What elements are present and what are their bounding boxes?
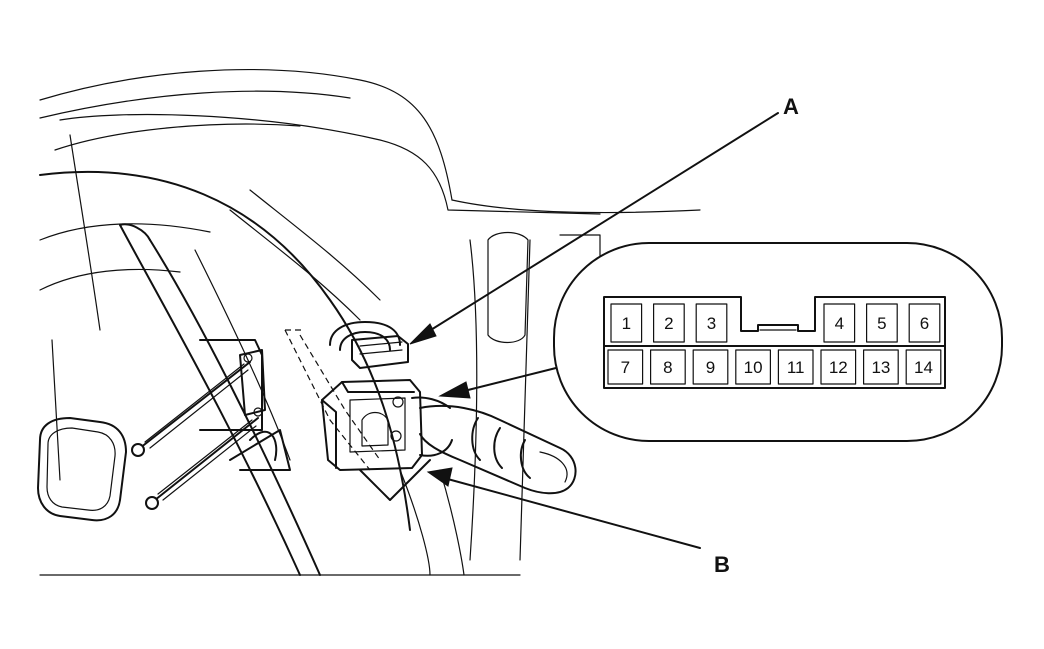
pin-label: 4 <box>835 314 844 333</box>
pin-cell <box>862 349 899 385</box>
pin-cell <box>649 349 686 385</box>
pin-label: 10 <box>744 358 763 377</box>
pin-label: 2 <box>664 314 673 333</box>
pin-label: 13 <box>871 358 890 377</box>
callout-b: B <box>714 552 730 577</box>
arrow-icon <box>426 467 453 487</box>
vent-left <box>37 417 127 522</box>
arrow-icon <box>438 381 471 399</box>
pin-label: 6 <box>920 314 929 333</box>
combination-switch <box>321 379 453 501</box>
pin-cell <box>865 303 898 343</box>
pin-label: 11 <box>787 358 805 377</box>
pin-cell <box>777 349 814 385</box>
callout-a: A <box>783 94 799 119</box>
dashboard-outline <box>39 69 701 576</box>
pin-cell <box>607 349 644 385</box>
pin-cell <box>652 303 685 343</box>
pin-label: 8 <box>663 358 672 377</box>
guide-lines <box>284 329 381 471</box>
pin-label: 9 <box>706 358 715 377</box>
pin-cell <box>823 303 856 343</box>
switch-stalk <box>419 404 577 495</box>
screw-icon <box>131 361 259 510</box>
pin-label: 7 <box>621 358 630 377</box>
pin-cell <box>905 349 942 385</box>
pin-cell <box>908 303 941 343</box>
connector-a-part <box>329 321 409 369</box>
pin-cell <box>610 303 643 343</box>
leader-lines <box>409 112 779 549</box>
pin-label: 14 <box>914 358 933 377</box>
arrow-icon <box>409 323 437 345</box>
steering-wheel <box>39 171 411 576</box>
pin-label: 12 <box>829 358 848 377</box>
pin-label: 3 <box>707 314 716 333</box>
pin-cell <box>820 349 857 385</box>
pin-label: 5 <box>877 314 886 333</box>
pin-label: 1 <box>622 314 631 333</box>
pin-cell <box>735 349 771 385</box>
pin-cell <box>692 349 729 385</box>
pin-cell <box>695 303 728 343</box>
